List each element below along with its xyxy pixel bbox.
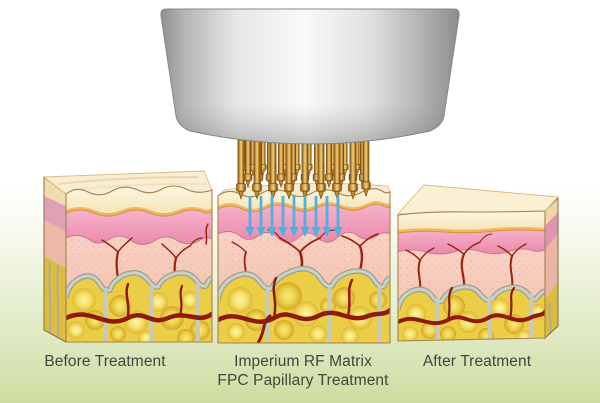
rf-energy-arrows [245, 196, 343, 237]
block-outline [397, 210, 546, 342]
block-outline [217, 188, 391, 344]
epidermis-cream-layer [66, 186, 212, 213]
fat-layer [398, 284, 545, 341]
fat-vessels [398, 286, 545, 326]
treatment-label-line2: FPC Papillary Treatment [217, 372, 389, 389]
treatment-skin-block [217, 182, 391, 344]
fat-vessels [66, 282, 212, 324]
before-treatment-label-text: Before Treatment [44, 353, 166, 370]
epidermis-cream-layer [398, 211, 545, 230]
fat-septa [435, 297, 440, 341]
rf-handpiece-icon [160, 8, 460, 145]
skin-layers [66, 186, 212, 342]
before-treatment-skin-block [42, 170, 213, 343]
skin-layers [218, 188, 390, 343]
skin-block-side-face [544, 196, 559, 340]
fat-layer [218, 265, 390, 343]
before-treatment-label: Before Treatment [30, 352, 180, 371]
fat-vessels [218, 276, 390, 343]
fat-septa [103, 287, 108, 342]
skin-block-side-face [43, 175, 67, 343]
after-treatment-label: After Treatment [402, 352, 552, 371]
dermis-vessels [405, 233, 527, 295]
basal-orange-layer [66, 204, 212, 216]
skin-layers [398, 211, 545, 341]
after-treatment-label-text: After Treatment [422, 353, 532, 370]
after-treatment-skin-block [396, 184, 559, 342]
smooth-skin-surface [396, 184, 559, 215]
treatment-label: Imperium RF Matrix FPC Papillary Treatme… [208, 352, 398, 390]
fat-layer [66, 270, 212, 342]
treatment-label-line1: Imperium RF Matrix [234, 353, 372, 370]
block-outline [65, 185, 213, 343]
